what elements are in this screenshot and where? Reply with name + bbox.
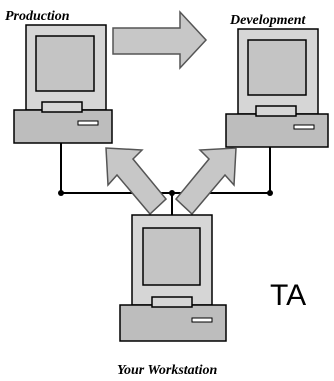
network-node-center	[169, 190, 175, 196]
arrow-right-icon	[112, 10, 208, 70]
production-computer-icon	[13, 24, 113, 144]
arrow-up-right-icon	[174, 147, 237, 216]
development-label: Development	[229, 13, 307, 28]
production-label: Production	[5, 9, 70, 24]
workstation-computer-icon	[119, 214, 227, 342]
development-computer-icon	[225, 28, 329, 148]
network-bus	[60, 140, 271, 194]
network-node-production	[58, 190, 64, 196]
arrow-up-left-icon	[105, 147, 168, 216]
network-node-development	[267, 190, 273, 196]
workstation-label: Your Workstation	[117, 363, 217, 378]
side-text: TA	[270, 279, 306, 312]
